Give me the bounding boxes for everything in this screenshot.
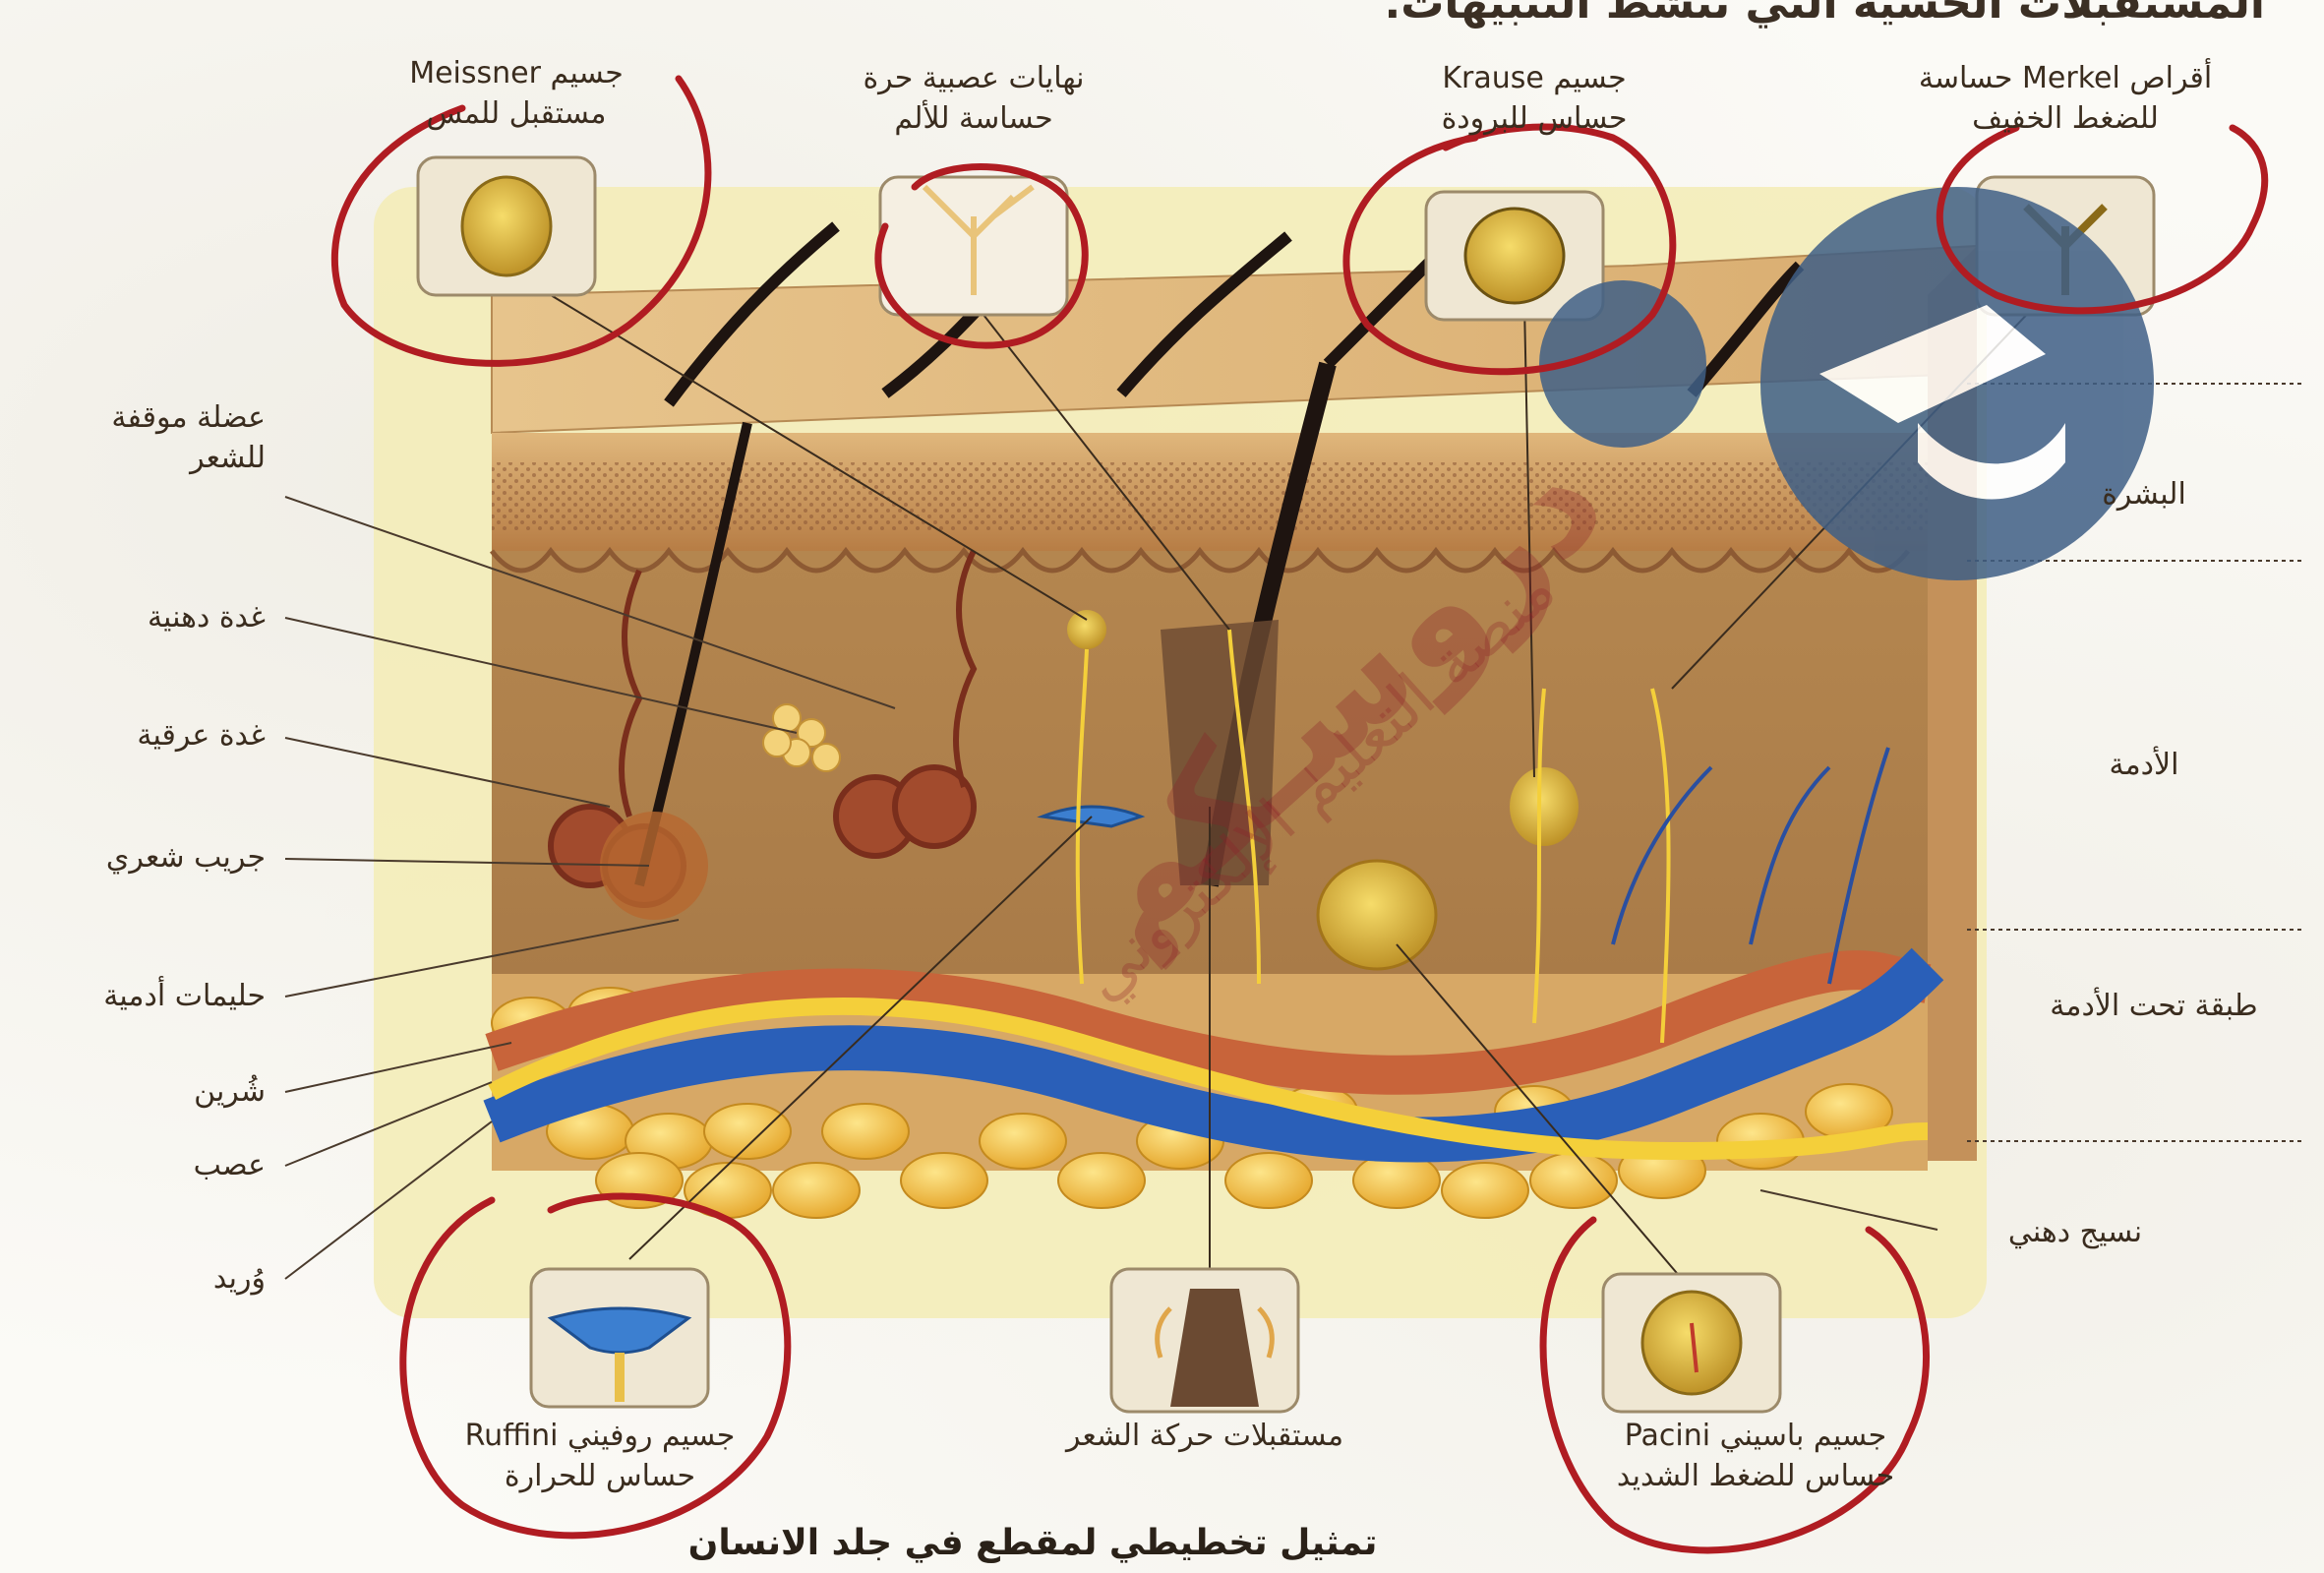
label-hair-receptor: مستقبلات حركة الشعر: [983, 1417, 1426, 1457]
label-meissner-line1: جسيم Meissner: [354, 54, 679, 94]
label-nerve: عصب: [0, 1146, 266, 1186]
label-ruffini-line1: جسيم روفيني Ruffini: [393, 1417, 806, 1457]
meissner-in-tissue: [1067, 610, 1106, 649]
label-fat-tissue: نسيج دهني: [1928, 1215, 2223, 1249]
label-hair-receptor-line1: مستقبلات حركة الشعر: [983, 1417, 1426, 1457]
label-venule: وُريد: [0, 1259, 266, 1300]
inset-hair-receptor: [1111, 1269, 1298, 1412]
label-pacini: جسيم باسيني Pacini حساس للضغط الشديد: [1544, 1417, 1967, 1496]
inset-meissner: [418, 157, 595, 295]
krause-in-tissue: [1510, 767, 1579, 846]
label-meissner-line2: مستقبل للمس: [354, 94, 679, 135]
label-merkel-line1: أقراص Merkel حساسة: [1839, 59, 2292, 99]
label-merkel-line2: للضغط الخفيف: [1839, 99, 2292, 140]
inset-ruffini: [531, 1269, 708, 1407]
label-ruffini-line2: حساس للحرارة: [393, 1457, 806, 1497]
label-arteriole: شُرين: [0, 1072, 266, 1113]
label-ruffini: جسيم روفيني Ruffini حساس للحرارة: [393, 1417, 806, 1496]
label-free-nerve-line2: حساسة للألم: [787, 99, 1161, 140]
label-krause-line1: جسيم Krause: [1367, 59, 1701, 99]
label-pacini-line2: حساس للضغط الشديد: [1544, 1457, 1967, 1497]
inset-free-nerve: [880, 177, 1067, 315]
inset-pacini: [1603, 1274, 1780, 1412]
label-arrector-pili: عضلة موقفة للشعر: [0, 398, 266, 478]
label-free-nerve: نهايات عصبية حرة حساسة للألم: [787, 59, 1161, 139]
label-sebaceous-gland: غدة دهنية: [0, 598, 266, 638]
label-meissner: جسيم Meissner مستقبل للمس: [354, 54, 679, 134]
label-hypodermis: طبقة تحت الأدمة: [1987, 989, 2321, 1023]
label-pacini-line1: جسيم باسيني Pacini: [1544, 1417, 1967, 1457]
label-arrector-pili-line1: عضلة موقفة: [0, 398, 266, 439]
label-sweat-gland: غدة عرقية: [0, 716, 266, 756]
label-dermis: الأدمة: [1996, 748, 2292, 782]
epidermis-texture: [492, 462, 1928, 531]
label-epidermis: البشرة: [1996, 477, 2292, 512]
label-dermal-papillae: حليمات أدمية: [0, 977, 266, 1017]
label-free-nerve-line1: نهايات عصبية حرة: [787, 59, 1161, 99]
pacini-in-tissue: [1318, 861, 1436, 969]
figure-caption: تمثيل تخطيطي لمقطع في جلد الانسان: [590, 1523, 1475, 1563]
label-merkel: أقراص Merkel حساسة للضغط الخفيف: [1839, 59, 2292, 139]
label-krause: جسيم Krause حساس للبرودة: [1367, 59, 1701, 139]
label-krause-line2: حساس للبرودة: [1367, 99, 1701, 140]
label-arrector-pili-line2: للشعر: [0, 439, 266, 479]
label-hair-follicle: جريب شعري: [0, 838, 266, 878]
